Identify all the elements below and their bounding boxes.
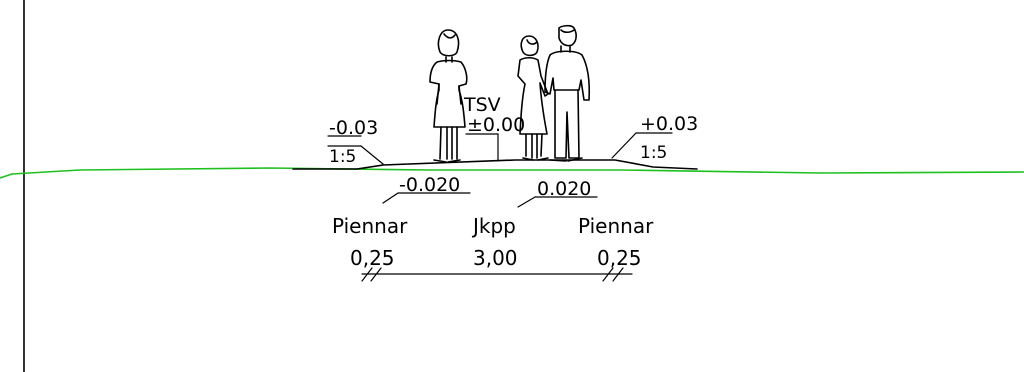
dimension-tick-right-a (602, 267, 614, 282)
couple-man-legs (554, 89, 580, 159)
tsv-marker: TSV ±0.00 (463, 94, 525, 162)
woman-neck (445, 56, 453, 63)
crossfall-left-value: -0.020 (399, 174, 460, 196)
crossfall-right: 0.020 (517, 178, 598, 208)
dimension-tick-left-b (370, 267, 382, 282)
couple-man-head (558, 24, 577, 47)
woman-arms (436, 83, 462, 105)
section-name-left-shoulder: Piennar (332, 214, 408, 238)
woman-hair (443, 33, 456, 39)
couple-woman-hair (526, 39, 538, 45)
section-width-left-shoulder: 0,25 (350, 246, 395, 270)
section-name-right-shoulder: Piennar (578, 214, 654, 238)
right-slope-value: +0.03 (640, 113, 698, 135)
woman-standing-figure (429, 29, 468, 163)
left-slope-ratio: 1:5 (329, 147, 356, 167)
ground-line (0, 167, 1024, 179)
dimension-tick-right-b (612, 267, 624, 282)
left-slope-leader (360, 145, 384, 165)
right-slope-ratio: 1:5 (640, 143, 667, 163)
left-slope-value: -0.03 (329, 117, 378, 139)
tsv-label: TSV (463, 94, 501, 116)
woman-head (437, 29, 460, 57)
section-width-right-shoulder: 0,25 (597, 246, 642, 270)
left-slope-indicator: -0.03 1:5 (327, 117, 384, 167)
couple-man-torso (544, 50, 591, 101)
couple-woman-head (520, 35, 539, 57)
woman-legs (439, 126, 458, 160)
couple-woman-feet (522, 157, 549, 161)
couple-figure (517, 24, 591, 162)
right-slope-indicator: +0.03 1:5 (611, 113, 698, 163)
couple-man-feet (549, 157, 583, 162)
dimension-line (361, 267, 633, 282)
tsv-elevation: ±0.00 (467, 114, 525, 136)
couple-woman-dress (517, 56, 549, 135)
crossfall-left-arrow (382, 192, 399, 204)
right-slope-leader (611, 132, 637, 159)
road-surface-profile (292, 159, 698, 170)
crossfall-right-arrow (517, 196, 536, 208)
couple-man-hair (560, 29, 575, 34)
section-name-walkway: Jkpp (471, 214, 516, 238)
crossfall-left: -0.020 (382, 174, 471, 204)
crossfall-right-value: 0.020 (537, 178, 591, 200)
section-width-walkway: 3,00 (473, 246, 518, 270)
woman-dress (429, 59, 468, 128)
dimension-tick-left-a (361, 267, 373, 282)
couple-woman-legs (525, 133, 543, 159)
woman-feet (433, 159, 461, 163)
